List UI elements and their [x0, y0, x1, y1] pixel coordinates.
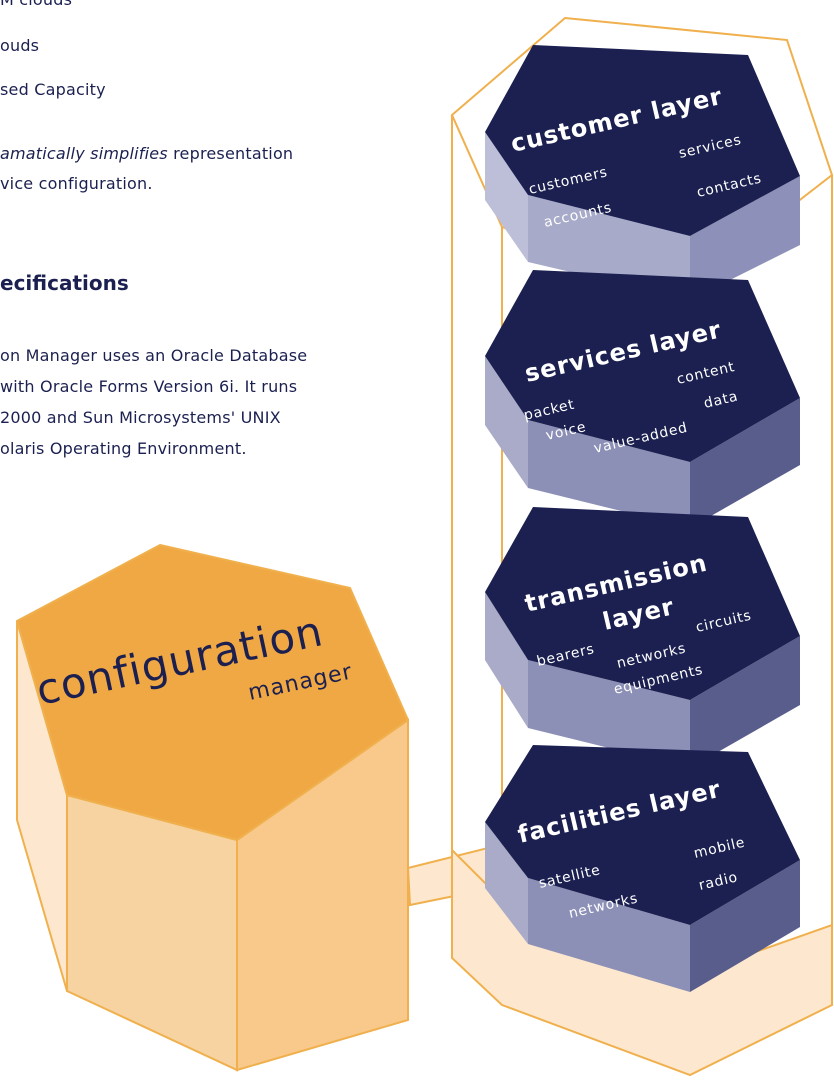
services-layer-left-side	[485, 356, 528, 488]
description-emphasis: amatically simplifies	[0, 144, 168, 163]
services-layer-top	[485, 270, 800, 462]
description-rest: representation	[167, 144, 294, 163]
description-line-2: vice configuration.	[0, 174, 153, 193]
configuration-manager-prism: configuration manager	[15, 543, 410, 1072]
services-layer: services layer content data packet voice…	[485, 270, 800, 528]
facilities-layer-front-side	[528, 878, 690, 992]
bullet-item-1: M clouds	[0, 0, 72, 8]
facilities-layer: facilities layer mobile satellite radio …	[485, 745, 800, 992]
description-line-1: amatically simplifies representation	[0, 146, 293, 162]
specifications-line-1: on Manager uses an Oracle Database	[0, 346, 308, 365]
services-layer-front-side	[528, 420, 690, 528]
transmission-layer-top	[485, 507, 800, 700]
customer-layer-top	[485, 45, 800, 236]
customer-layer-right-side	[690, 176, 800, 300]
bullet-item-3: sed Capacity	[0, 80, 106, 99]
prism-front-face	[66, 793, 238, 1072]
customer-layer-front-side	[528, 195, 690, 300]
facilities-layer-top	[485, 745, 800, 925]
services-layer-item-data: data	[702, 388, 739, 411]
specifications-line-4: olaris Operating Environment.	[0, 439, 247, 458]
prism-top-face	[15, 543, 410, 842]
facilities-layer-right-side	[690, 860, 800, 992]
transmission-layer: transmission layer circuits bearers netw…	[485, 507, 800, 768]
services-layer-right-side	[690, 398, 800, 528]
bullet-item-2: ouds	[0, 36, 40, 55]
transmission-layer-front-side	[528, 660, 690, 768]
transmission-layer-left-side	[485, 592, 528, 728]
transmission-layer-right-side	[690, 636, 800, 768]
facilities-layer-left-side	[485, 822, 528, 944]
specifications-line-2: with Oracle Forms Version 6i. It runs	[0, 377, 298, 396]
customer-layer-left-side	[485, 132, 528, 262]
specifications-line-3: 2000 and Sun Microsystems' UNIX	[0, 408, 281, 427]
customer-layer: customer layer customers services contac…	[485, 45, 800, 300]
specifications-heading: ecifications	[0, 271, 129, 295]
